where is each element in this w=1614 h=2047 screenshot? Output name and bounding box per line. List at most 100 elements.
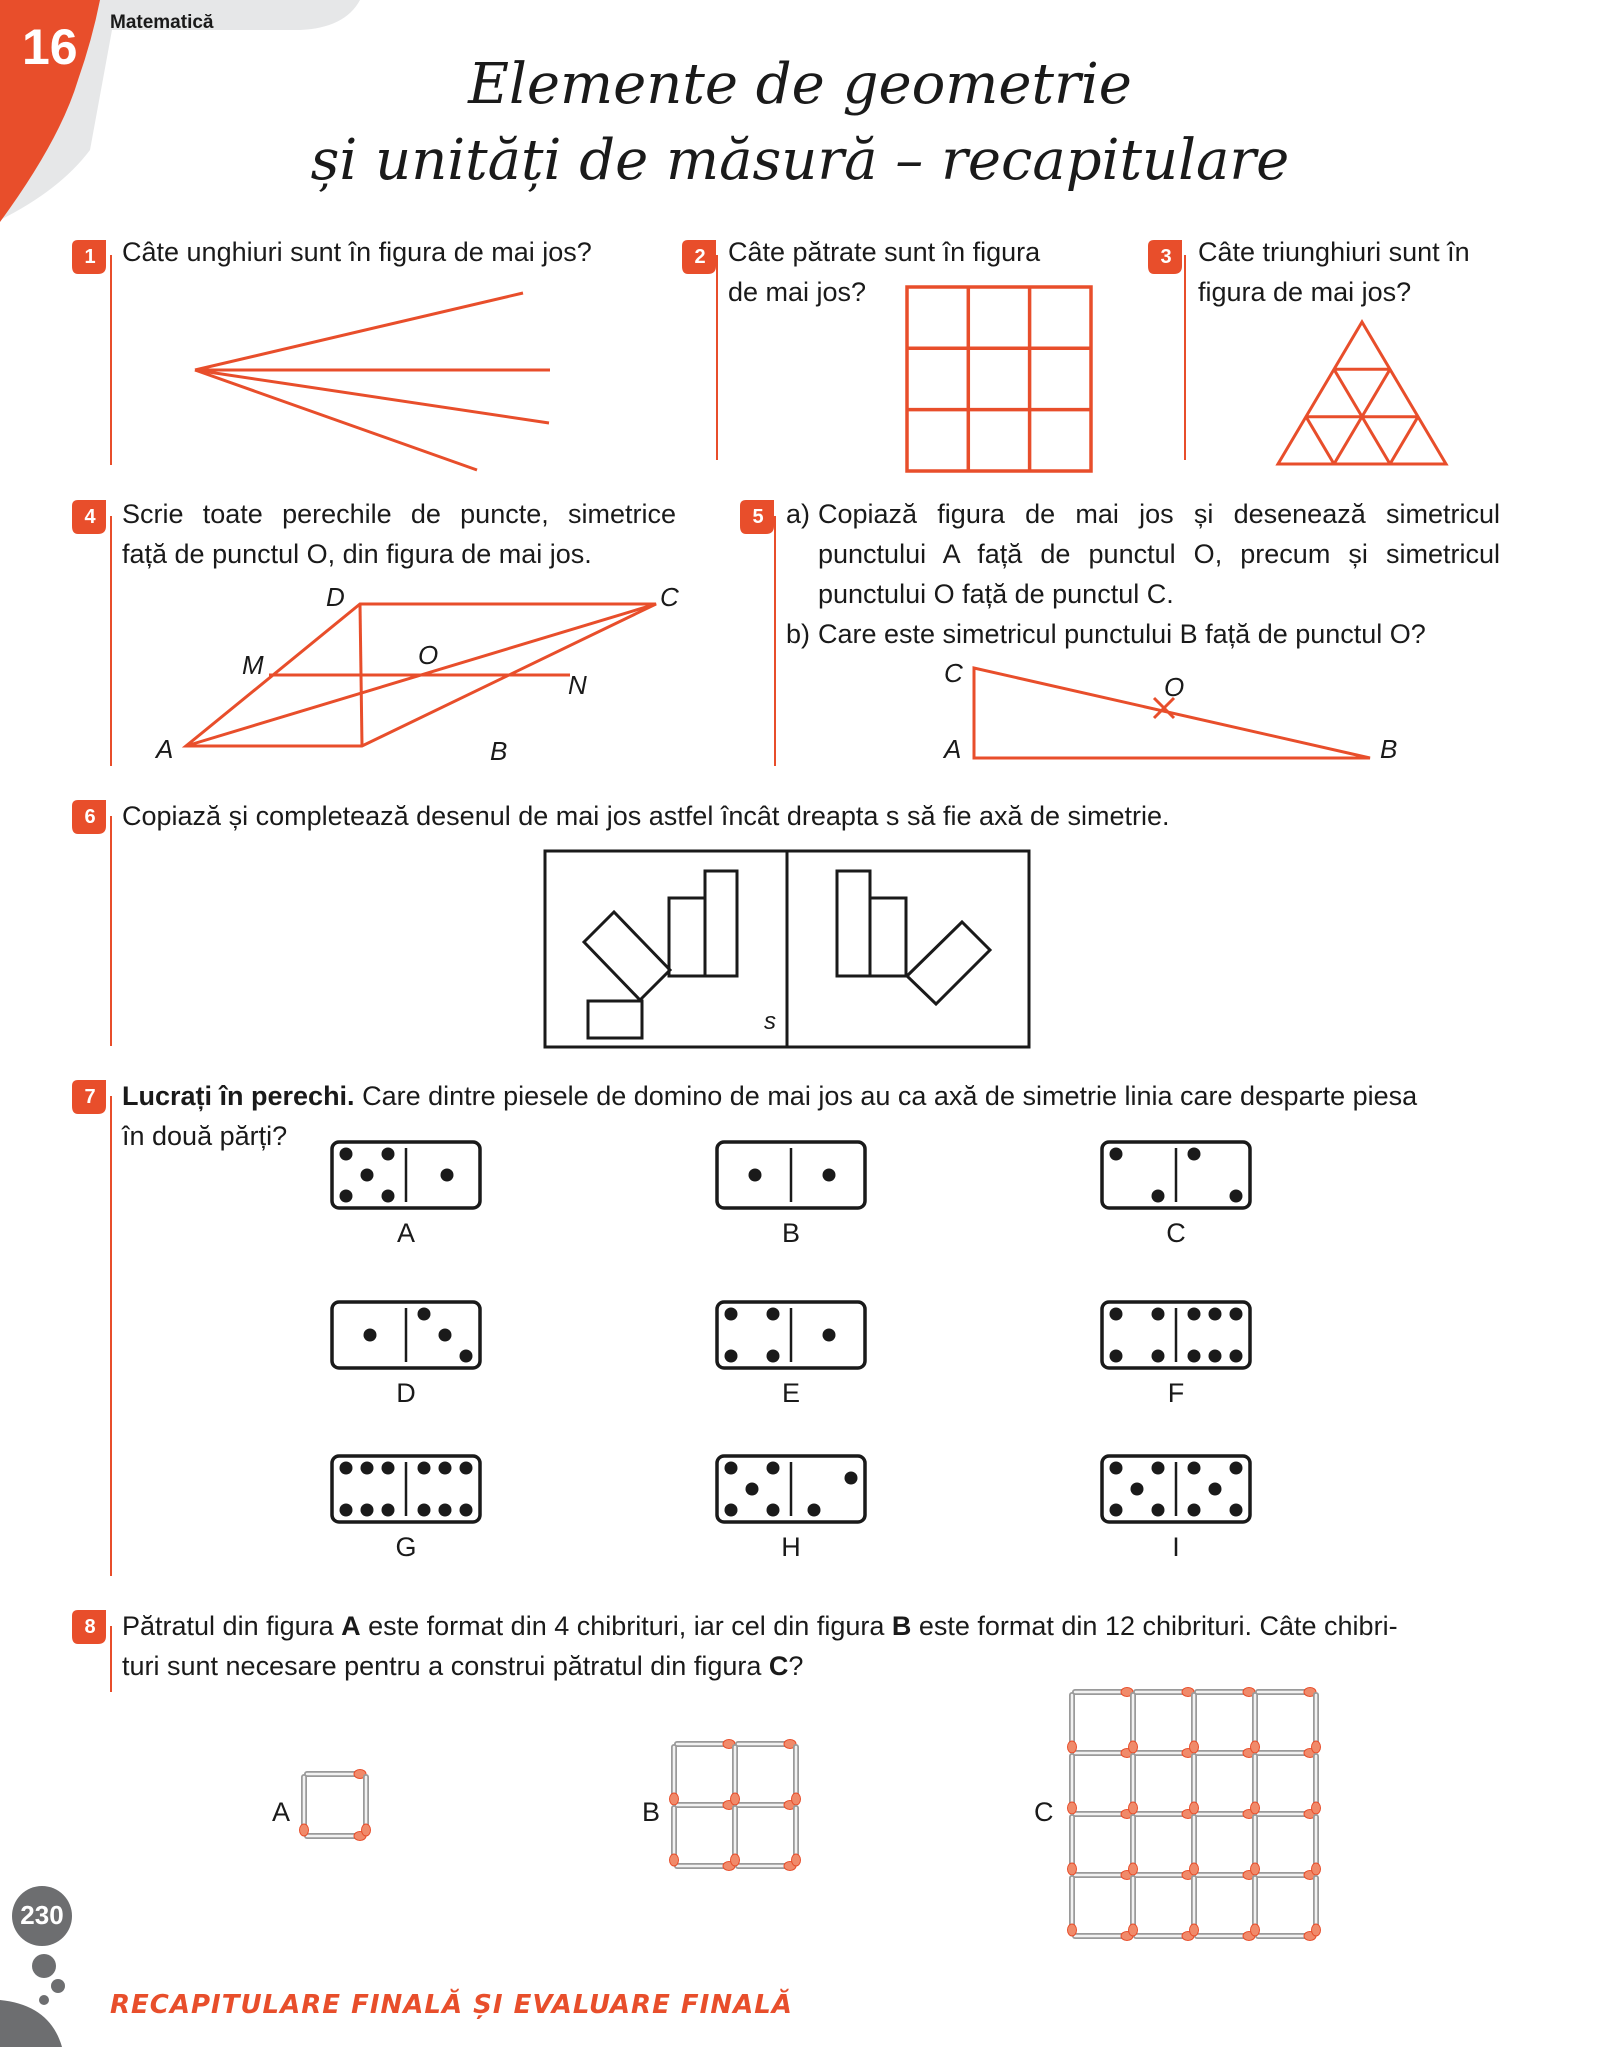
domino-label-h: H (781, 1532, 801, 1562)
matchstick-square-b (669, 1739, 801, 1871)
matchstick-head (1250, 1801, 1260, 1815)
point-label-O: O (418, 640, 439, 670)
exercise-number-2: 2 (694, 246, 706, 268)
matchstick-head (1067, 1801, 1077, 1815)
footer-section-title: RECAPITULARE FINALĂ ȘI EVALUARE FINALĂ (110, 1990, 793, 2020)
exercise-badge-1: 1 (72, 240, 112, 276)
exercise-4-line2: față de punctul O, din figura de mai jos… (122, 539, 592, 569)
matchstick-head (1311, 1801, 1321, 1815)
matchstick-head (1250, 1740, 1260, 1754)
exercise-8-b3: C (768, 1651, 789, 1681)
exercise-8-b1: A (341, 1611, 361, 1641)
right-triangle-figure (972, 666, 1371, 760)
triangle-point-B: B (1380, 734, 1398, 764)
exercise-6-text: Copiază și completează desenul de mai jo… (122, 801, 1170, 831)
exercise-badge-4: 4 (72, 500, 112, 536)
exercise-1-text: Câte unghiuri sunt în figura de mai jos? (122, 237, 592, 267)
matchstick-head (1189, 1862, 1199, 1876)
exercise-rule-7 (110, 1096, 112, 1576)
domino-label-i: I (1172, 1532, 1180, 1562)
point-label-N: N (568, 670, 587, 700)
matchstick-head (1189, 1923, 1199, 1937)
exercise-5-a-line1: Copiază figura de mai jos și desenează s… (818, 494, 1500, 534)
exercise-8-t2: este format din 4 chibrituri, iar cel di… (360, 1611, 892, 1641)
match-figure-label-c: C (1034, 1797, 1054, 1827)
exercise-5-b-line: Care este simetricul punctului B față de… (818, 619, 1426, 649)
exercise-8-line2: turi sunt necesare pentru a construi păt… (122, 1646, 803, 1686)
matchstick-head (669, 1853, 679, 1867)
exercise-badge-3: 3 (1148, 240, 1188, 276)
domino-a (330, 1140, 482, 1210)
exercise-2-line1: Câte pătrate sunt în figura (728, 237, 1041, 267)
exercise-5-a-label: a) (786, 499, 811, 529)
point-label-D: D (326, 582, 345, 612)
exercise-number-3: 3 (1160, 246, 1172, 268)
matchstick-head (669, 1792, 679, 1806)
exercise-rule-3 (1184, 255, 1186, 460)
exercise-5-b-label: b) (786, 619, 811, 649)
matchstick-head (791, 1792, 801, 1806)
exercise-8-t1: Pătratul din figura (122, 1611, 342, 1641)
domino-h (715, 1454, 867, 1524)
exercise-8-line1: Pătratul din figura A este format din 4 … (122, 1606, 1398, 1646)
matchstick-square-c (1067, 1687, 1321, 1941)
exercise-badge-7: 7 (72, 1080, 112, 1116)
matchstick-head (1311, 1862, 1321, 1876)
matchstick-head (1128, 1740, 1138, 1754)
parallelogram-figure (181, 602, 657, 748)
exercise-number-7: 7 (84, 1086, 96, 1108)
exercise-number-1: 1 (84, 246, 96, 268)
exercise-rule-5 (774, 516, 776, 766)
triangle-point-C: C (944, 658, 963, 688)
exercise-3-line2: figura de mai jos? (1198, 277, 1412, 307)
exercise-number-8: 8 (84, 1616, 96, 1638)
matchstick-head (1128, 1923, 1138, 1937)
domino-i (1100, 1454, 1252, 1524)
exercise-number-6: 6 (84, 806, 96, 828)
angles-figure (194, 291, 550, 472)
exercise-8-b2: B (891, 1611, 912, 1641)
point-label-B: B (490, 736, 508, 766)
exercise-5-a-line2-text: punctului A față de punctul O, precum și… (818, 539, 1500, 569)
chapter-number: 16 (22, 19, 78, 75)
point-label-M: M (242, 650, 264, 680)
symmetry-drawing (543, 849, 1031, 1049)
exercise-rule-2 (716, 255, 718, 460)
exercise-number-4: 4 (84, 506, 96, 528)
domino-label-g: G (395, 1532, 417, 1562)
matchstick-head (361, 1823, 371, 1837)
exercise-rule-1 (110, 255, 112, 465)
exercise-badge-8: 8 (72, 1610, 112, 1646)
exercise-7-line1: Lucrați în perechi. Care dintre piesele … (122, 1076, 1417, 1116)
exercise-rule-4 (110, 516, 112, 766)
exercise-5-a-line1-text: Copiază figura de mai jos și desenează s… (818, 499, 1500, 529)
match-figure-label-b: B (642, 1797, 661, 1827)
triangle-point-A: A (944, 734, 962, 764)
matchstick-head (791, 1853, 801, 1867)
matchstick-head (1128, 1801, 1138, 1815)
exercise-7-line1-rest: Care dintre piesele de domino de mai jos… (354, 1081, 1418, 1111)
exercise-badge-5: 5 (740, 500, 780, 536)
matchstick-head (1250, 1862, 1260, 1876)
exercise-8-t3: este format din 12 chibrituri. Câte chib… (911, 1611, 1398, 1641)
axis-label-s: s (764, 1008, 776, 1035)
exercise-number-5: 5 (752, 506, 764, 528)
squares-grid-figure (905, 285, 1093, 473)
triangles-figure (1275, 319, 1449, 466)
exercise-7-line2: în două părți? (122, 1121, 288, 1151)
footer-decoration (0, 1886, 72, 2047)
match-figure-label-a: A (272, 1797, 291, 1827)
exercise-8-t4: turi sunt necesare pentru a construi păt… (122, 1651, 769, 1681)
matchstick-head (730, 1853, 740, 1867)
matchstick-head (1311, 1740, 1321, 1754)
triangle-point-O: O (1164, 672, 1185, 702)
domino-label-b: B (781, 1218, 800, 1248)
matchstick-head (1067, 1923, 1077, 1937)
exercise-3-line1: Câte triunghiuri sunt în (1198, 237, 1470, 267)
domino-e (715, 1300, 867, 1370)
exercise-2-line2: de mai jos? (728, 277, 867, 307)
domino-g (330, 1454, 482, 1524)
exercise-badge-6: 6 (72, 800, 112, 836)
exercise-5-a-line3: punctului O față de punctul C. (818, 579, 1174, 609)
exercise-rule-8 (110, 1626, 112, 1692)
